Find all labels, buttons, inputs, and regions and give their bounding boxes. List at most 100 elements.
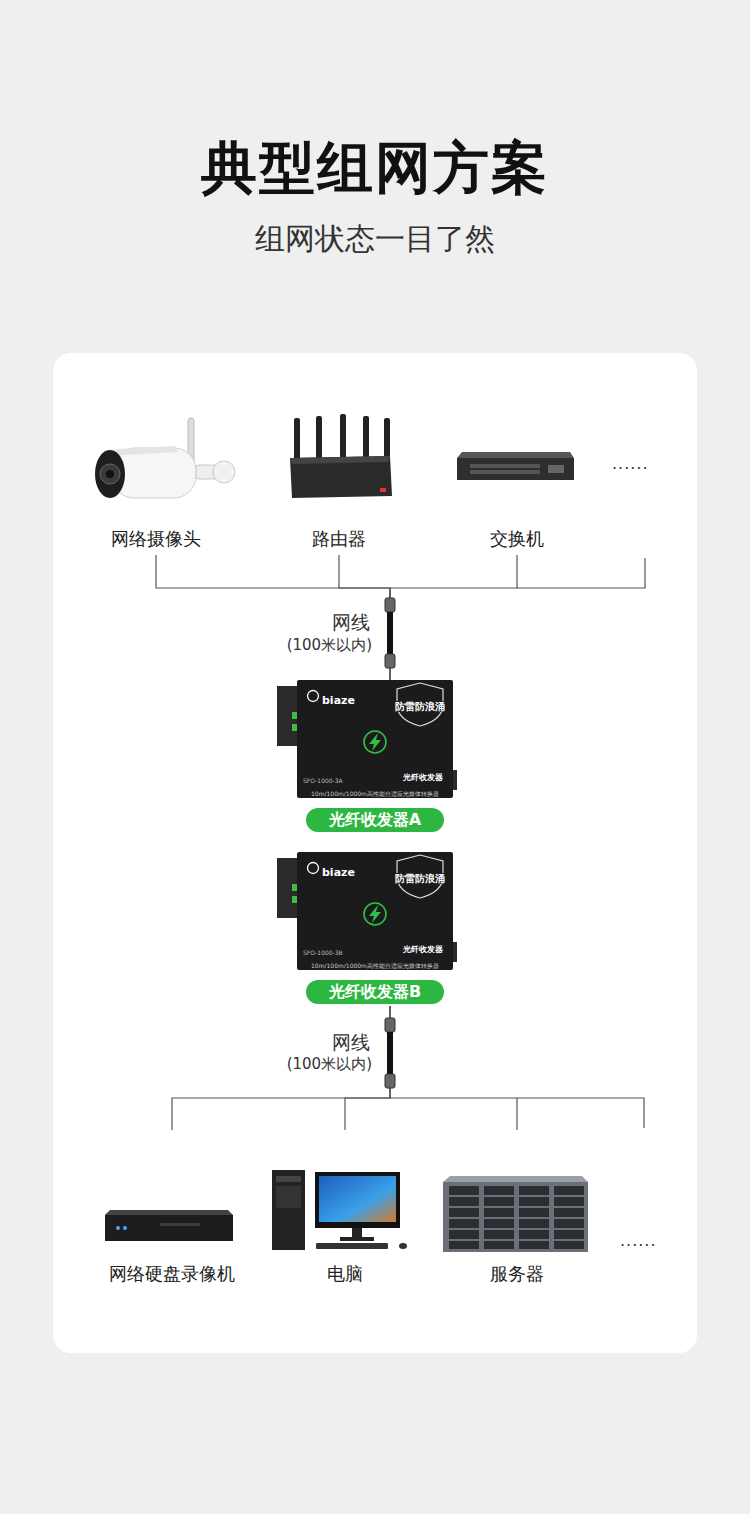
router-icon bbox=[384, 418, 390, 462]
camera-icon bbox=[100, 464, 120, 484]
server-icon bbox=[554, 1230, 584, 1239]
cable-length-slot: (100米以内) bbox=[0, 1054, 372, 1074]
camera-icon bbox=[106, 470, 114, 478]
router-icon bbox=[290, 414, 392, 498]
device-name-slot: 光纤收发器 bbox=[403, 765, 443, 784]
server-icon bbox=[519, 1230, 549, 1239]
router-icon bbox=[340, 414, 346, 460]
pill-label: 光纤收发器B bbox=[329, 982, 421, 1001]
device-label: 网络硬盘录像机 bbox=[109, 1263, 235, 1284]
badge-text: 防雷防浪涌 bbox=[394, 873, 446, 884]
server-icon bbox=[519, 1241, 549, 1249]
device-label-slot: 交换机 bbox=[447, 527, 587, 551]
server-icon bbox=[554, 1186, 584, 1195]
transceiver-ear bbox=[277, 686, 297, 746]
device-label: 交换机 bbox=[490, 528, 544, 549]
cable-icon bbox=[385, 598, 395, 1088]
badge-text: 防雷防浪涌 bbox=[394, 701, 446, 712]
camera-node: 网络摄像头 bbox=[81, 410, 231, 555]
transceiver-ear bbox=[277, 858, 297, 918]
server-icon bbox=[554, 1219, 584, 1228]
brand-text: biaze bbox=[322, 866, 355, 879]
model-text-slot: SFO-1000-3A bbox=[303, 768, 343, 787]
switch-icon bbox=[470, 470, 540, 474]
power-ring bbox=[364, 731, 386, 753]
server-icon bbox=[449, 1186, 479, 1195]
server-icon bbox=[484, 1241, 514, 1249]
device-label-slot: 网络硬盘录像机 bbox=[87, 1262, 257, 1286]
brand-logo bbox=[308, 863, 319, 874]
switch-icon bbox=[457, 452, 574, 480]
model-text: SFO-1000-3A bbox=[303, 777, 343, 784]
pill-label: 光纤收发器A bbox=[329, 810, 421, 829]
bus-extension bbox=[517, 558, 645, 1128]
server-icon bbox=[484, 1219, 514, 1228]
nvr-icon bbox=[160, 1223, 200, 1226]
camera-icon bbox=[95, 418, 235, 498]
device-name: 光纤收发器 bbox=[403, 773, 443, 782]
device-name-slot: 光纤收发器 bbox=[403, 937, 443, 956]
device-label-slot: 服务器 bbox=[437, 1262, 597, 1286]
cable-length: (100米以内) bbox=[287, 636, 372, 654]
pc-node: 电脑 bbox=[275, 1130, 415, 1290]
brand-text: biaze bbox=[322, 694, 355, 707]
router-icon bbox=[294, 418, 300, 462]
router-icon bbox=[380, 488, 386, 492]
pc-icon bbox=[352, 1228, 362, 1238]
server-icon bbox=[484, 1230, 514, 1239]
pc-icon bbox=[399, 1243, 407, 1249]
router-icon bbox=[290, 456, 392, 498]
camera-icon bbox=[95, 450, 125, 498]
brand-text-slot: biaze bbox=[322, 689, 355, 708]
device-label-slot: 路由器 bbox=[269, 527, 409, 551]
power-bolt bbox=[369, 733, 381, 751]
server-icon bbox=[449, 1197, 479, 1206]
ellipsis-mark: ...... bbox=[612, 454, 649, 473]
transceiver-node: biaze防雷防浪涌SFO-1000-3A光纤收发器10m/100m/1000m… bbox=[297, 680, 453, 834]
transceiver-ear bbox=[453, 770, 457, 790]
model-text: SFO-1000-3B bbox=[303, 949, 343, 956]
camera-icon bbox=[213, 461, 235, 483]
pc-icon bbox=[272, 1170, 305, 1250]
spec-text: 10m/100m/1000m高性能自适应光媒体转换器 bbox=[311, 962, 439, 969]
badge-text-slot: 防雷防浪涌 bbox=[393, 867, 447, 886]
server-icon bbox=[484, 1208, 514, 1217]
cable-length: (100米以内) bbox=[287, 1055, 372, 1073]
pc-icon bbox=[276, 1186, 301, 1208]
switch-icon bbox=[457, 458, 574, 480]
nvr-node: 网络硬盘录像机 bbox=[87, 1130, 257, 1290]
cable-icon bbox=[385, 1018, 395, 1032]
power-bolt bbox=[369, 905, 381, 923]
nvr-icon bbox=[105, 1210, 233, 1241]
cable-label: 网线 bbox=[332, 611, 370, 633]
switch-icon bbox=[470, 464, 540, 468]
server-icon bbox=[449, 1219, 479, 1228]
cable-label-slot: 网线 bbox=[0, 610, 370, 634]
nvr-icon bbox=[105, 1215, 233, 1241]
cable-connector bbox=[172, 1006, 390, 1130]
server-node: 服务器 bbox=[437, 1130, 597, 1290]
switch-node: 交换机 bbox=[447, 410, 587, 555]
device-label-slot: 网络摄像头 bbox=[81, 527, 231, 551]
cable-label-slot: 网线 bbox=[0, 1030, 370, 1054]
device-label: 电脑 bbox=[327, 1263, 363, 1284]
router-icon bbox=[290, 456, 390, 464]
pill-label-slot: 光纤收发器A bbox=[306, 808, 444, 832]
cable-icon bbox=[387, 612, 393, 654]
page-title-slot: 典型组网方案 bbox=[0, 133, 750, 203]
pill-label-slot: 光纤收发器B bbox=[306, 980, 444, 1004]
router-icon bbox=[316, 416, 322, 460]
pc-icon bbox=[272, 1170, 407, 1250]
router-node: 路由器 bbox=[269, 410, 409, 555]
cable-connector bbox=[390, 1006, 517, 1130]
server-icon bbox=[519, 1219, 549, 1228]
server-icon bbox=[449, 1241, 479, 1249]
cable-icon bbox=[387, 1032, 393, 1074]
cable-connector bbox=[156, 555, 390, 680]
ellipsis-mark-slot: ...... bbox=[620, 1231, 657, 1251]
power-ring bbox=[364, 903, 386, 925]
server-icon bbox=[554, 1197, 584, 1206]
switch-icon bbox=[457, 452, 574, 458]
subtitle-slot: 组网状态一目了然 bbox=[0, 219, 750, 259]
device-label: 网络摄像头 bbox=[111, 528, 201, 549]
